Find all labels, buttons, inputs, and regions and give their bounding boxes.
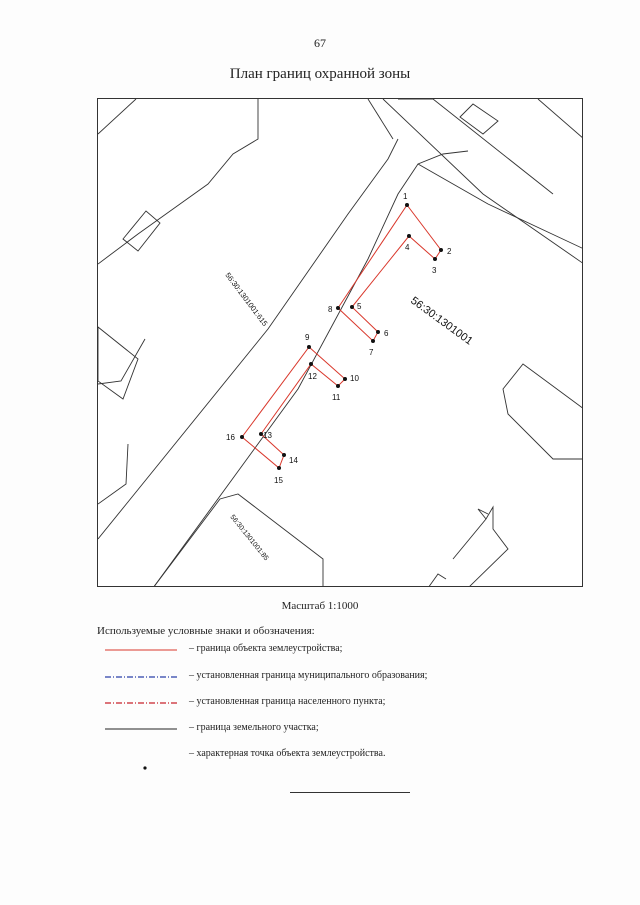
- signature-line: [290, 792, 410, 793]
- parcel-label-1301001: 56:30:1301001: [408, 295, 474, 348]
- point-14: [282, 453, 286, 457]
- characteristic-points: [240, 203, 443, 470]
- red-solid-line-symbol: [105, 649, 177, 651]
- point-label-11: 11: [332, 393, 341, 402]
- point-label-1: 1: [403, 192, 408, 201]
- parcel-bottom-right-3: [428, 573, 447, 586]
- point-15: [277, 466, 281, 470]
- point-3: [433, 257, 437, 261]
- point-label-10: 10: [350, 374, 359, 383]
- road-edge-top-c: [367, 99, 394, 140]
- legend-text: – установленная граница населенного пунк…: [189, 696, 386, 707]
- point-labels: 1 2 3 4 5 6 7 8 9 10 11 12 13 14 15 16: [226, 192, 452, 485]
- scale-label: Масштаб 1:1000: [281, 600, 359, 612]
- parcel-bottom-right-2: [477, 508, 489, 520]
- parcel-label-85: 56:30:1301001:85: [228, 514, 269, 562]
- point-label-16: 16: [226, 433, 235, 442]
- point-5: [350, 305, 354, 309]
- plan-title: План границ охранной зоны: [229, 66, 411, 82]
- blue-dash-dot-line-symbol: [105, 676, 177, 678]
- parcel-85-boundary: [153, 493, 324, 586]
- point-9: [307, 345, 311, 349]
- point-10: [343, 377, 347, 381]
- road-edge-left: [98, 138, 399, 540]
- parcel-label-615: 56:30:1301001:615: [223, 271, 269, 328]
- zone-boundary-south: [241, 346, 346, 469]
- road-edge-top-e: [417, 163, 582, 249]
- road-edge-top-d: [432, 99, 554, 195]
- legend-text: – граница земельного участка;: [189, 722, 319, 733]
- point-label-12: 12: [308, 372, 317, 381]
- legend-text: – граница объекта землеустройства;: [189, 643, 343, 654]
- point-1: [405, 203, 409, 207]
- point-2: [439, 248, 443, 252]
- red-dash-dot-line-symbol: [105, 702, 177, 704]
- point-16: [240, 435, 244, 439]
- small-building-1: [122, 210, 161, 252]
- legend-item-municipal-boundary: – установленная граница муниципального о…: [105, 668, 585, 686]
- point-label-13: 13: [263, 431, 272, 440]
- point-label-14: 14: [289, 456, 298, 465]
- dot-point-symbol: [143, 766, 147, 770]
- boundary-map: 1 2 3 4 5 6 7 8 9 10 11 12 13 14 15 16 5…: [98, 99, 582, 586]
- road-edge-top-a: [382, 99, 582, 264]
- road-edge-right: [153, 150, 469, 586]
- point-label-6: 6: [384, 329, 389, 338]
- point-11: [336, 384, 340, 388]
- parcel-left-1: [98, 338, 146, 385]
- zone-boundary: [241, 204, 442, 469]
- point-6: [376, 330, 380, 334]
- black-solid-line-symbol: [105, 728, 177, 730]
- land-parcel-boundaries: [98, 99, 582, 586]
- point-label-9: 9: [305, 333, 310, 342]
- parcel-bottom-right: [452, 505, 509, 586]
- legend-text: – характерная точка объекта землеустройс…: [189, 748, 386, 759]
- parcel-top-mid: [98, 99, 259, 265]
- building-left: [98, 326, 139, 400]
- zone-boundary-north: [337, 204, 442, 342]
- point-label-2: 2: [447, 247, 452, 256]
- point-label-3: 3: [432, 266, 437, 275]
- legend-item-characteristic-point: – характерная точка объекта землеустройс…: [105, 746, 585, 770]
- parcel-top-left: [98, 99, 137, 135]
- point-13: [259, 432, 263, 436]
- point-8: [336, 306, 340, 310]
- point-label-4: 4: [405, 243, 410, 252]
- parcel-top-right: [537, 99, 582, 138]
- point-12: [309, 362, 313, 366]
- map-frame: 1 2 3 4 5 6 7 8 9 10 11 12 13 14 15 16 5…: [97, 98, 583, 587]
- point-label-5: 5: [357, 302, 362, 311]
- point-7: [371, 339, 375, 343]
- building-right: [502, 363, 582, 460]
- legend-item-settlement-boundary: – установленная граница населенного пунк…: [105, 694, 585, 712]
- legend-item-land-plot-boundary: – граница земельного участка;: [105, 720, 585, 738]
- legend-title: Используемые условные знаки и обозначени…: [97, 625, 315, 637]
- building-top-right: [459, 103, 499, 135]
- point-label-15: 15: [274, 476, 283, 485]
- point-4: [407, 234, 411, 238]
- page-number: 67: [314, 36, 326, 50]
- legend-item-object-boundary: – граница объекта землеустройства;: [105, 641, 585, 659]
- point-label-7: 7: [369, 348, 374, 357]
- legend-text: – установленная граница муниципального о…: [189, 670, 428, 681]
- point-label-8: 8: [328, 305, 333, 314]
- parcel-left-2: [98, 443, 129, 505]
